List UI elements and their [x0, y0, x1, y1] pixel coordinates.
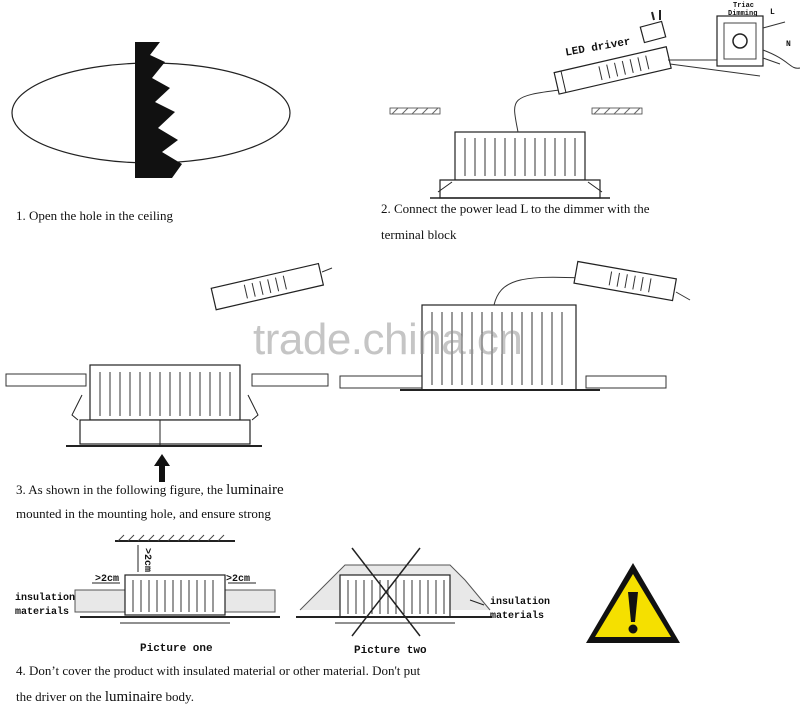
step-4-text-c: body.	[162, 689, 194, 704]
watermark: trade.china.cn	[253, 315, 523, 364]
warning-triangle-icon	[586, 563, 680, 643]
triac-label: Triac	[733, 2, 755, 10]
step-3-text-luminaire: luminaire	[226, 482, 284, 498]
dimming-label: Dimming	[728, 10, 758, 18]
step-4-text-luminaire: luminaire	[104, 689, 163, 705]
step-4-caption-line2: the driver on the luminaire body.	[16, 684, 194, 710]
gap-right-label: >2cm	[226, 574, 251, 585]
gap-top-label: >2cm	[141, 548, 152, 573]
step-2-caption-line2: terminal block	[381, 227, 457, 242]
insulation-label-left: insulation	[15, 593, 76, 604]
neutral-n-label: N	[786, 40, 791, 49]
step-3-text-a: 3. As shown in the following figure, the	[16, 482, 227, 497]
picture-two-label: Picture two	[354, 645, 427, 657]
insulation-label-right: insulation	[490, 597, 551, 608]
materials-label-left: materials	[15, 607, 70, 618]
step-4-caption-line1: 4. Don’t cover the product with insulate…	[16, 663, 421, 678]
step-4-text-a: the driver on the	[16, 689, 105, 704]
line-l-label: L	[770, 8, 775, 17]
gap-left-label: >2cm	[95, 574, 120, 585]
step-3-caption-line2: mounted in the mounting hole, and ensure…	[16, 506, 271, 521]
materials-label-right: materials	[490, 611, 545, 622]
step-3-caption-line1: 3. As shown in the following figure, the…	[16, 477, 284, 503]
step-2-caption-line1: 2. Connect the power lead L to the dimme…	[381, 201, 650, 216]
picture-one-label: Picture one	[140, 643, 213, 655]
step-1-caption: 1. Open the hole in the ceiling	[16, 208, 174, 223]
